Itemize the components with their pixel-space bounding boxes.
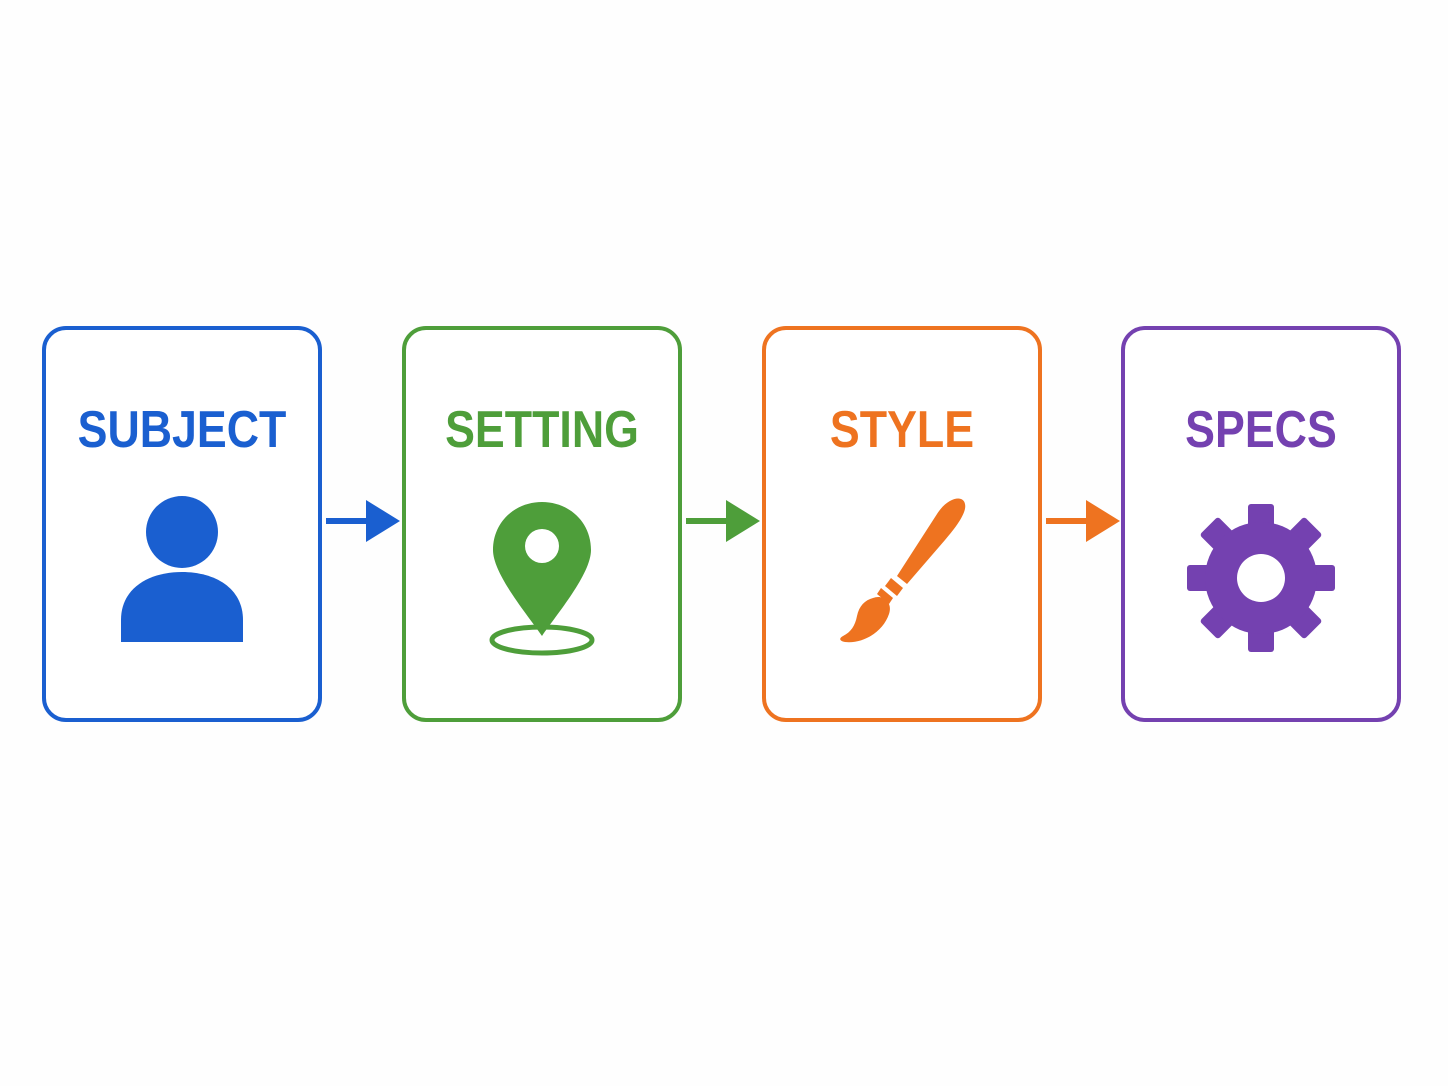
step-setting-label: SETTING: [445, 401, 639, 459]
step-style-label: STYLE: [829, 401, 975, 459]
arrow-style-to-specs: [1046, 496, 1122, 546]
step-specs-label: SPECS: [1185, 401, 1337, 459]
step-specs: SPECS: [1121, 326, 1401, 722]
paintbrush-icon: [817, 490, 987, 660]
gear-icon: [1176, 490, 1346, 660]
location-pin-icon: [457, 490, 627, 660]
step-subject: SUBJECT: [42, 326, 322, 722]
person-icon: [97, 490, 267, 660]
step-subject-label: SUBJECT: [77, 401, 287, 459]
step-setting: SETTING: [402, 326, 682, 722]
arrow-setting-to-style: [686, 496, 762, 546]
arrow-subject-to-setting: [326, 496, 402, 546]
step-style: STYLE: [762, 326, 1042, 722]
